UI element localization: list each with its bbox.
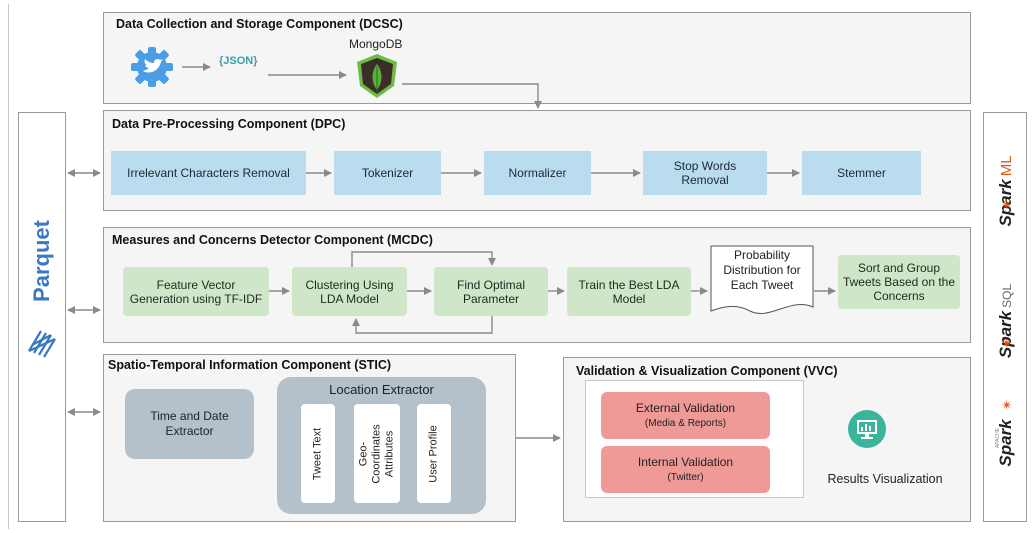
- mongodb-icon: [352, 52, 402, 100]
- feature-vector-box: Feature Vector Generation using TF-IDF: [123, 267, 269, 316]
- arrow-mongo-to-dpc: [402, 83, 542, 109]
- json-label: {JSON}: [219, 55, 258, 67]
- user-profile-box: User Profile: [417, 404, 451, 503]
- dcsc-panel: Data Collection and Storage Component (D…: [103, 12, 971, 104]
- clustering-lda-box: Clustering Using LDA Model: [292, 267, 407, 316]
- location-extractor-title: Location Extractor: [329, 382, 434, 397]
- spark-icon: ✴: [1001, 197, 1013, 213]
- probability-distribution-document: Probability Distribution for Each Tweet: [710, 245, 814, 317]
- spark-icon: ✴: [1001, 397, 1013, 413]
- train-best-lda-box: Train the Best LDA Model: [567, 267, 691, 316]
- monitor-chart-icon: [848, 410, 886, 448]
- internal-validation-label: Internal Validation: [637, 454, 734, 469]
- mongodb-label: MongoDB: [349, 37, 403, 51]
- external-validation-box: External Validation (Media & Reports): [601, 392, 770, 439]
- external-validation-sub: (Media & Reports): [644, 417, 727, 429]
- stop-words-removal-box: Stop Words Removal: [643, 151, 767, 195]
- vvc-title: Validation & Visualization Component (VV…: [576, 364, 838, 378]
- stic-title: Spatio-Temporal Information Component (S…: [108, 358, 392, 372]
- twitter-icon: [128, 46, 176, 88]
- spark-sql-logo: SparkSQL ✴: [984, 263, 1028, 373]
- geo-coordinates-box: Geo- Coordinates Attributes: [354, 404, 400, 503]
- irrelevant-characters-removal-box: Irrelevant Characters Removal: [111, 151, 306, 195]
- spark-ml-logo: SparkML ✴: [984, 133, 1028, 233]
- dpc-title: Data Pre-Processing Component (DPC): [112, 117, 346, 131]
- outer-frame-line: [8, 4, 9, 529]
- spark-bar: SparkML ✴ SparkSQL ✴ Spark ✴ APACHE: [983, 112, 1027, 522]
- tokenizer-box: Tokenizer: [334, 151, 441, 195]
- stemmer-box: Stemmer: [802, 151, 921, 195]
- parquet-bar: Parquet: [18, 112, 66, 522]
- internal-validation-sub: (Twitter): [667, 471, 704, 483]
- probability-distribution-text: Probability Distribution for Each Tweet: [723, 248, 801, 292]
- results-visualization-label: Results Visualization: [827, 472, 943, 486]
- parquet-icon: [25, 323, 59, 359]
- time-date-extractor-box: Time and Date Extractor: [125, 389, 254, 459]
- loop-top: [351, 251, 496, 267]
- loop-bottom: [352, 316, 493, 334]
- external-validation-label: External Validation: [635, 400, 736, 415]
- find-optimal-parameter-box: Find Optimal Parameter: [434, 267, 548, 316]
- normalizer-box: Normalizer: [484, 151, 591, 195]
- tweet-text-box: Tweet Text: [301, 404, 335, 503]
- dcsc-title: Data Collection and Storage Component (D…: [116, 17, 403, 31]
- spark-icon: ✴: [1001, 335, 1013, 351]
- spark-logo: Spark ✴ APACHE: [984, 395, 1028, 485]
- sort-group-tweets-box: Sort and Group Tweets Based on the Conce…: [838, 255, 960, 309]
- mcdc-title: Measures and Concerns Detector Component…: [112, 233, 433, 247]
- internal-validation-box: Internal Validation (Twitter): [601, 446, 770, 493]
